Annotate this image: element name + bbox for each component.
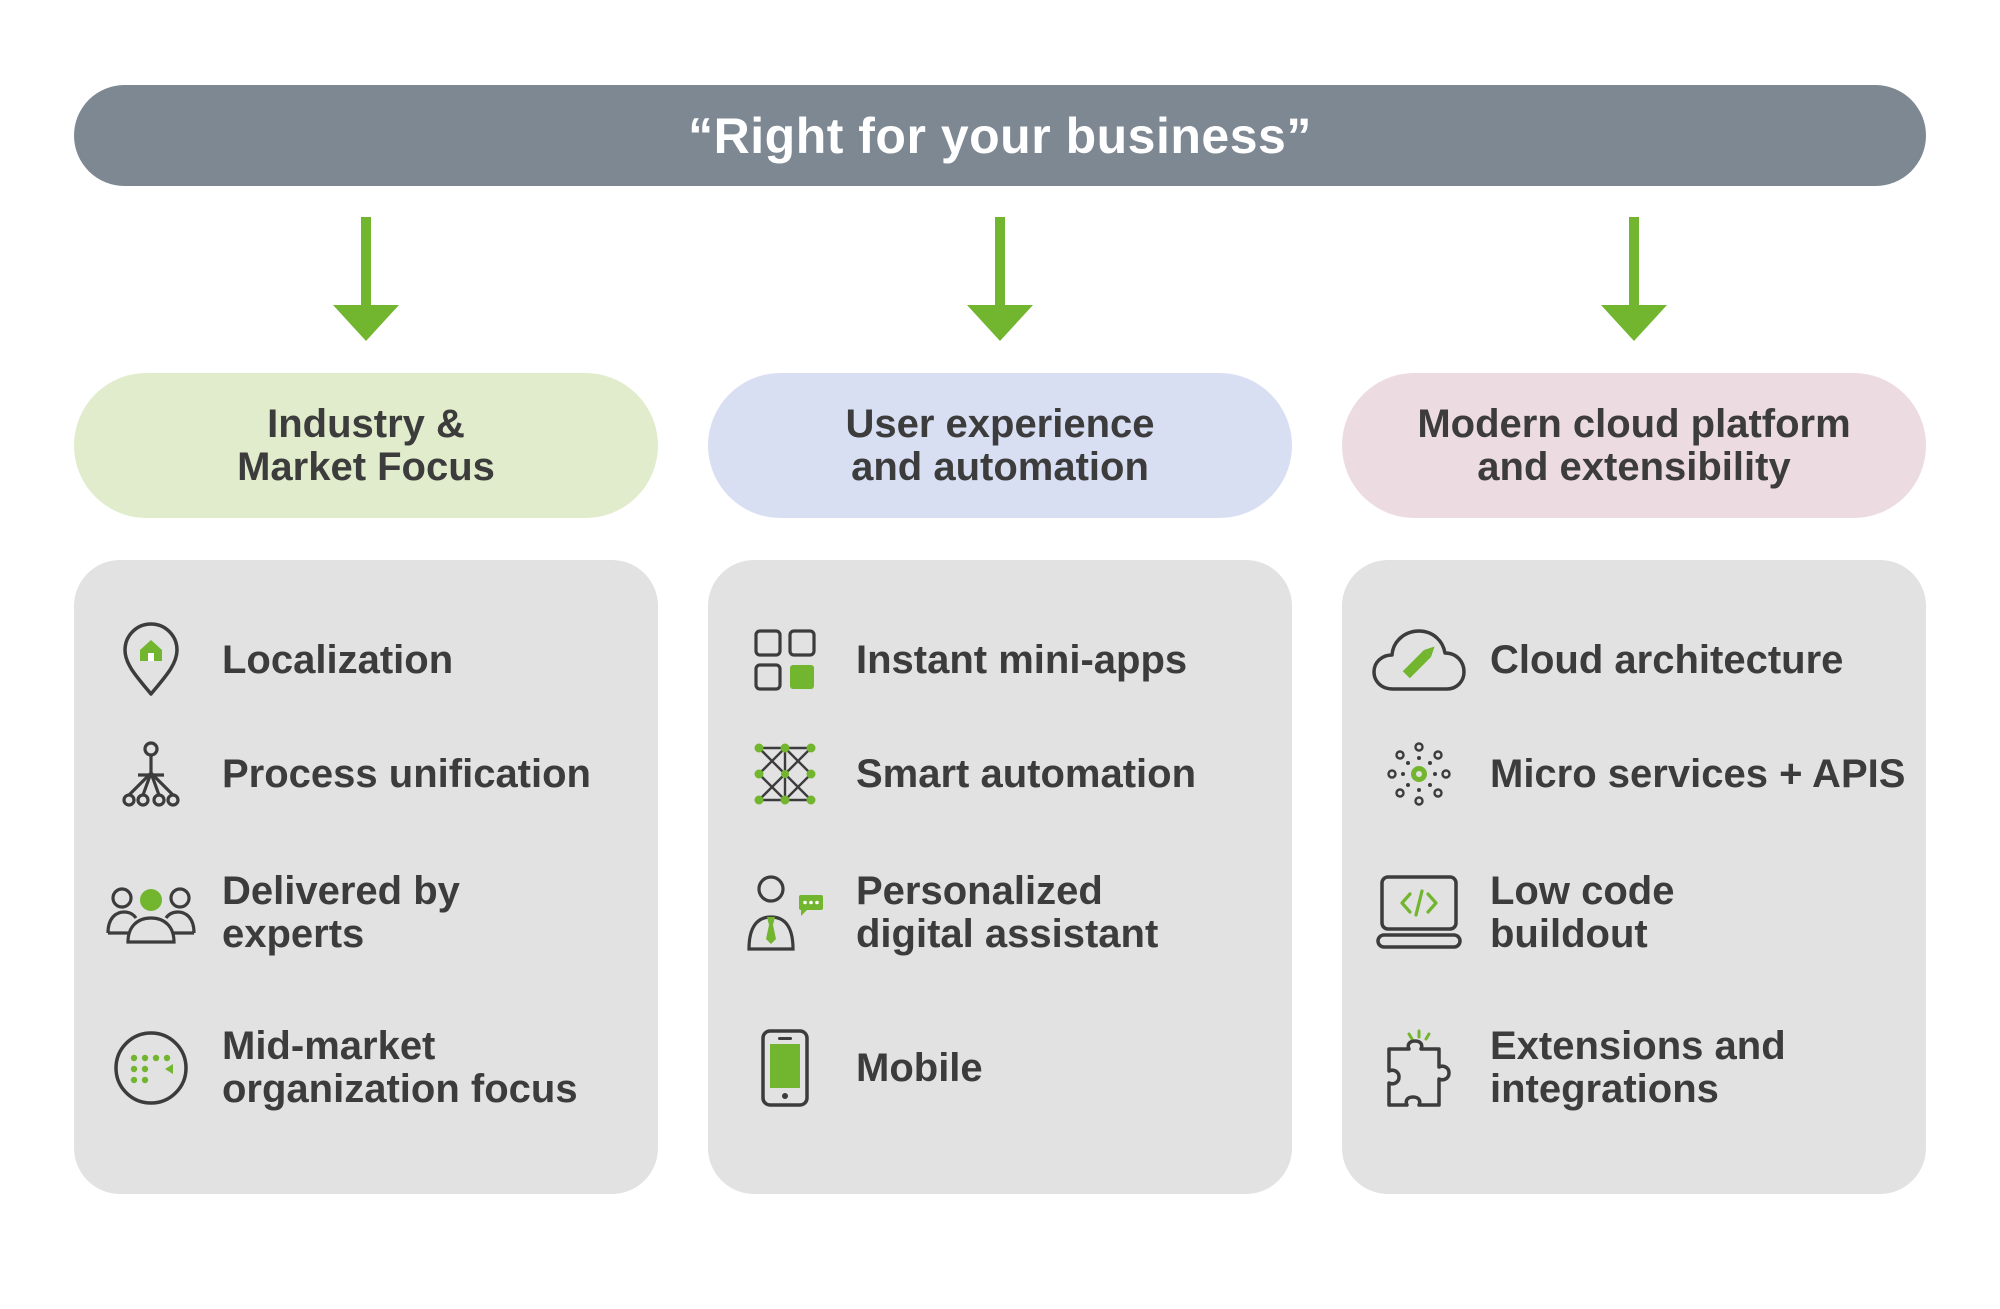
app-grid-icon [734,615,836,705]
list-item: Cloud architecture [1342,615,1926,705]
list-item: Delivered by experts [74,868,658,958]
category-pill-industry: Industry & Market Focus [74,373,658,518]
down-arrow-icon [967,217,1033,341]
list-item: Smart automation [708,729,1292,819]
item-line: Mobile [856,1045,983,1090]
item-line: experts [222,912,365,956]
item-label: Process unification [222,751,591,796]
item-line: Smart automation [856,751,1197,796]
category-pill-ux: User experience and automation [708,373,1292,518]
pill-line: User experience [845,401,1155,446]
item-label: Smart automation [856,751,1197,796]
list-item: Mobile [708,1023,1292,1113]
item-line: Delivered by [222,869,460,913]
pill-line: Modern cloud platform [1417,401,1851,446]
list-item: Micro services + APIS [1342,729,1926,819]
item-label: Cloud architecture [1490,637,1844,682]
list-item: Process unification [74,729,658,819]
item-line: Instant mini-apps [856,637,1188,682]
assistant-person-icon [734,868,836,958]
item-line: Low code [1490,869,1675,913]
network-nodes-icon [734,729,836,819]
puzzle-piece-icon [1368,1023,1470,1113]
organization-circle-icon [100,1023,202,1113]
page-title: “Right for your business” [688,107,1312,164]
item-label: Mobile [856,1045,983,1090]
item-label: Personalized digital assistant [856,870,1158,956]
item-line: digital assistant [856,912,1159,956]
process-tree-icon [100,729,202,819]
pill-line: and extensibility [1477,444,1791,489]
item-label: Instant mini-apps [856,637,1188,682]
cloud-pencil-icon [1368,615,1470,705]
item-label: Micro services + APIS [1490,751,1906,796]
list-item: Instant mini-apps [708,615,1292,705]
feature-panel-ux: Instant mini-apps Smart automation [708,560,1292,1194]
item-label: Low code buildout [1490,870,1674,956]
title-banner: “Right for your business” [74,85,1926,186]
laptop-code-icon [1368,868,1470,958]
item-label: Localization [222,637,454,682]
list-item: Localization [74,615,658,705]
people-group-icon [100,868,202,958]
item-label: Delivered by experts [222,870,460,956]
item-line: Process unification [222,751,591,796]
item-line: Localization [222,637,454,682]
pill-line: Market Focus [237,444,495,489]
list-item: Extensions and integrations [1342,1023,1926,1113]
item-line: integrations [1490,1067,1719,1111]
location-pin-icon [100,615,202,705]
item-line: Micro services + APIS [1490,751,1906,796]
item-line: buildout [1490,912,1648,956]
feature-panel-cloud: Cloud architecture [1342,560,1926,1194]
item-line: Extensions and [1490,1024,1786,1068]
mobile-phone-icon [734,1023,836,1113]
pill-line: Industry & [267,401,465,446]
down-arrow-icon [1601,217,1667,341]
item-line: Mid-market [222,1024,436,1068]
item-label: Mid-market organization focus [222,1025,578,1111]
list-item: Mid-market organization focus [74,1023,658,1113]
item-line: organization focus [222,1067,578,1111]
item-line: Personalized [856,869,1103,913]
feature-panel-industry: Localization Process unification [74,560,658,1194]
item-label: Extensions and integrations [1490,1025,1786,1111]
item-line: Cloud architecture [1490,637,1844,682]
list-item: Personalized digital assistant [708,868,1292,958]
down-arrow-icon [333,217,399,341]
category-pill-cloud: Modern cloud platform and extensibility [1342,373,1926,518]
list-item: Low code buildout [1342,868,1926,958]
gear-dots-icon [1368,729,1470,819]
pill-line: and automation [851,444,1149,489]
